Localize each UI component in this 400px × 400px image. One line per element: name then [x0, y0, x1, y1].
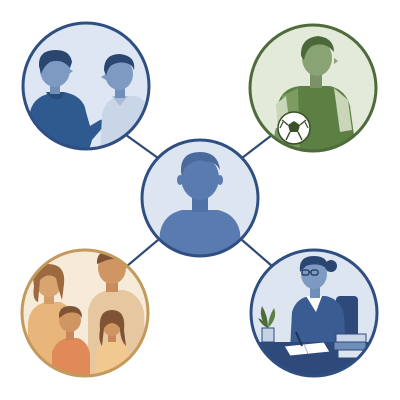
pen-icon — [295, 331, 303, 347]
node-sports — [248, 23, 378, 153]
node-friends-ring — [21, 21, 151, 151]
connector-center-top-left — [125, 134, 159, 159]
connector-center-bottom-left — [126, 239, 159, 267]
soccer-ball-icon — [277, 111, 311, 145]
connector-lines — [125, 134, 273, 267]
node-sports-ring — [248, 23, 378, 153]
node-family-ring — [20, 248, 150, 378]
connector-center-bottom-right — [241, 239, 273, 267]
node-child-ring — [140, 138, 260, 258]
potted-plant-icon — [258, 306, 276, 343]
node-child — [140, 138, 260, 258]
family-son-illustration — [52, 306, 90, 376]
node-teacher-ring — [249, 248, 379, 378]
node-family — [20, 248, 150, 378]
child-silhouette-icon — [158, 152, 242, 256]
node-teacher — [249, 248, 379, 378]
teacher-illustration — [290, 256, 358, 350]
notebook-icon — [283, 341, 331, 357]
connector-center-top-right — [241, 134, 273, 159]
